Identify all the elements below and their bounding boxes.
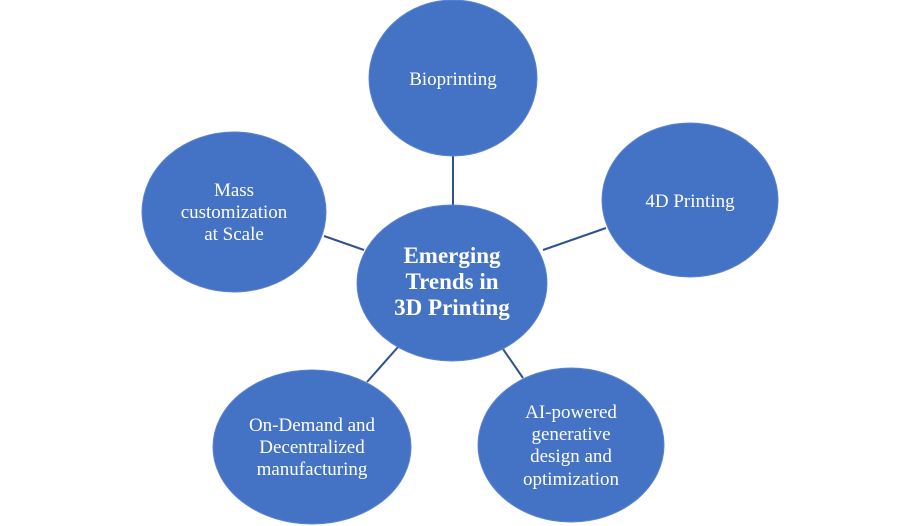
node-label: manufacturing: [257, 459, 368, 480]
node-label: AI-powered: [525, 402, 617, 423]
node-bioprinting: Bioprinting: [368, 0, 538, 157]
node-label: Decentralized: [259, 437, 365, 458]
node-label: On-Demand and: [249, 415, 376, 436]
node-mass-customization: Mass customization at Scale: [141, 131, 327, 293]
node-label: Bioprinting: [409, 69, 497, 90]
connector-on-demand: [366, 346, 399, 383]
center-node: Emerging Trends in 3D Printing: [356, 204, 548, 362]
node-label: 4D Printing: [645, 191, 735, 212]
center-label: Emerging: [403, 243, 501, 268]
node-label: at Scale: [204, 224, 264, 245]
node-4d-printing: 4D Printing: [601, 122, 779, 278]
node-label: design and: [530, 446, 612, 467]
node-label: generative: [531, 424, 610, 445]
node-ai-powered: AI-powered generative design and optimiz…: [477, 367, 665, 523]
center-label: 3D Printing: [394, 295, 510, 320]
connector-mass-customization: [323, 235, 365, 251]
node-on-demand: On-Demand and Decentralized manufacturin…: [212, 369, 412, 525]
node-label: Mass: [214, 180, 254, 201]
connector-4d-printing: [542, 227, 607, 251]
node-label: optimization: [523, 469, 620, 490]
node-label: customization: [181, 202, 288, 223]
center-label: Trends in: [405, 269, 498, 294]
connector-ai-powered: [502, 348, 524, 379]
